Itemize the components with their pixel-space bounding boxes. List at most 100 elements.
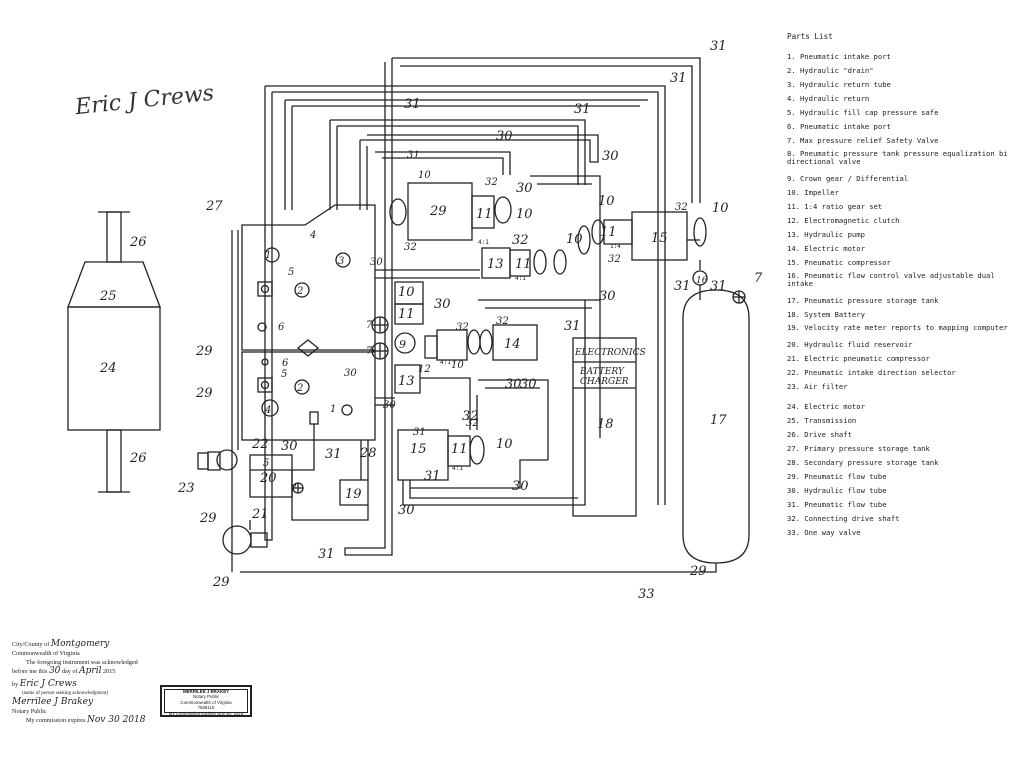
notary-stamp: MERRILEE J BRAKEY Notary Public Commonwe… <box>160 685 252 717</box>
svg-text:25: 25 <box>99 289 117 304</box>
drive-shaft-upper <box>106 211 122 263</box>
svg-text:22: 22 <box>251 437 269 452</box>
parts-list-item: 6. Pneumatic intake port <box>787 122 891 131</box>
svg-text:31: 31 <box>574 102 591 117</box>
svg-text:32: 32 <box>485 177 498 188</box>
svg-text:31: 31 <box>424 469 441 484</box>
svg-text:1: 1 <box>265 250 271 261</box>
velocity-meter-19 <box>339 479 369 506</box>
svg-text:32: 32 <box>608 254 621 265</box>
svg-text:26: 26 <box>129 235 147 250</box>
svg-text:31: 31 <box>404 97 421 112</box>
parts-list-item: 20. Hydraulic fluid reservoir <box>787 340 913 349</box>
battery-charger-label: BATTERY CHARGER <box>580 367 629 387</box>
compressor-21 <box>222 525 252 555</box>
svg-text:30: 30 <box>344 368 357 379</box>
svg-text:10: 10 <box>496 437 513 452</box>
parts-list-item: 14. Electric motor <box>787 244 865 253</box>
svg-text:11: 11 <box>600 225 617 240</box>
svg-text:20: 20 <box>259 471 277 486</box>
svg-text:13: 13 <box>487 257 504 272</box>
parts-list-title: Parts List <box>787 32 833 41</box>
parts-list-item: 30. Hydraulic flow tube <box>787 486 887 495</box>
svg-text:7: 7 <box>366 320 373 331</box>
parts-list-item: 24. Electric motor <box>787 402 865 411</box>
compressor-15-right <box>631 211 688 261</box>
port-3 <box>335 252 351 268</box>
parts-list-item: 22. Pneumatic intake direction selector <box>787 368 956 377</box>
gear-11-a <box>471 195 495 229</box>
svg-text:7: 7 <box>290 484 297 495</box>
svg-text:32: 32 <box>462 409 479 424</box>
svg-text:28: 28 <box>359 446 377 461</box>
air-filter-23 <box>197 452 209 470</box>
svg-text:4:1: 4:1 <box>440 359 451 366</box>
parts-list-item: 7. Max pressure relief Safety Valve <box>787 136 939 145</box>
parts-list-item: 13. Hydraulic pump <box>787 230 865 239</box>
gear-11-clutch <box>436 329 468 361</box>
parts-list-item: 4. Hydraulic return <box>787 94 870 103</box>
svg-text:30: 30 <box>434 297 451 312</box>
svg-text:10: 10 <box>451 360 464 371</box>
svg-text:29: 29 <box>195 386 213 401</box>
parts-list-item: 28. Secondary pressure storage tank <box>787 458 939 467</box>
svg-text:18: 18 <box>597 417 614 432</box>
svg-text:31: 31 <box>710 279 727 294</box>
svg-text:32: 32 <box>456 322 469 333</box>
svg-text:9: 9 <box>399 338 406 351</box>
svg-text:30: 30 <box>599 289 616 304</box>
svg-text:6: 6 <box>278 322 285 333</box>
svg-text:5: 5 <box>263 458 269 469</box>
svg-text:16: 16 <box>696 276 708 286</box>
svg-text:27: 27 <box>205 199 223 214</box>
parts-list-item: 32. Connecting drive shaft <box>787 514 900 523</box>
svg-text:1:4: 1:4 <box>610 243 621 250</box>
svg-text:10: 10 <box>398 285 415 300</box>
parts-list-item: 19. Velocity rate meter reports to mappi… <box>787 324 1008 332</box>
svg-text:4:1: 4:1 <box>452 465 463 472</box>
svg-text:31: 31 <box>318 547 335 562</box>
svg-text:19: 19 <box>345 487 362 502</box>
svg-text:15: 15 <box>651 231 668 246</box>
drain-2-bottom <box>294 379 310 395</box>
svg-text:17: 17 <box>710 413 727 428</box>
port-1-top <box>264 247 280 263</box>
svg-text:24: 24 <box>99 361 117 376</box>
parts-list-item: 18. System Battery <box>787 310 865 319</box>
svg-text:7: 7 <box>366 346 373 357</box>
svg-text:1: 1 <box>330 404 336 415</box>
notary-block: City/County of Montgomery Commonwealth o… <box>12 639 146 725</box>
svg-text:29: 29 <box>212 575 230 590</box>
port-6-top <box>257 322 267 332</box>
svg-text:33: 33 <box>638 587 655 602</box>
outer-tube-loops <box>264 57 701 556</box>
svg-text:31: 31 <box>325 447 342 462</box>
svg-text:10: 10 <box>712 201 729 216</box>
parts-list-item: 9. Crown gear / Differential <box>787 174 909 183</box>
svg-text:10: 10 <box>598 194 615 209</box>
svg-text:30: 30 <box>505 377 522 392</box>
parts-list-item: 11. 1:4 ratio gear set <box>787 202 883 211</box>
clutch-12 <box>424 335 438 359</box>
svg-text:11: 11 <box>451 442 468 457</box>
drive-shaft-lower <box>106 429 122 493</box>
svg-text:4: 4 <box>264 405 271 416</box>
svg-text:29: 29 <box>689 564 707 579</box>
transmission-25 <box>67 261 161 308</box>
svg-text:11: 11 <box>398 307 415 322</box>
hydraulic-pump-13-mid <box>394 364 421 394</box>
svg-text:31: 31 <box>564 319 581 334</box>
svg-text:30: 30 <box>602 149 619 164</box>
svg-text:31: 31 <box>407 150 420 161</box>
parts-list-item: 33. One way valve <box>787 528 861 537</box>
ratio-mark: 4:1 <box>478 239 489 246</box>
return-4 <box>261 399 279 417</box>
svg-text:10: 10 <box>418 170 431 181</box>
parts-list-item: 2. Hydraulic "drain" <box>787 66 874 75</box>
pneumatic-tank-17 <box>682 289 750 564</box>
parts-list-item: 25. Transmission <box>787 416 857 425</box>
electronics-box <box>572 337 637 517</box>
svg-text:31: 31 <box>674 279 691 294</box>
